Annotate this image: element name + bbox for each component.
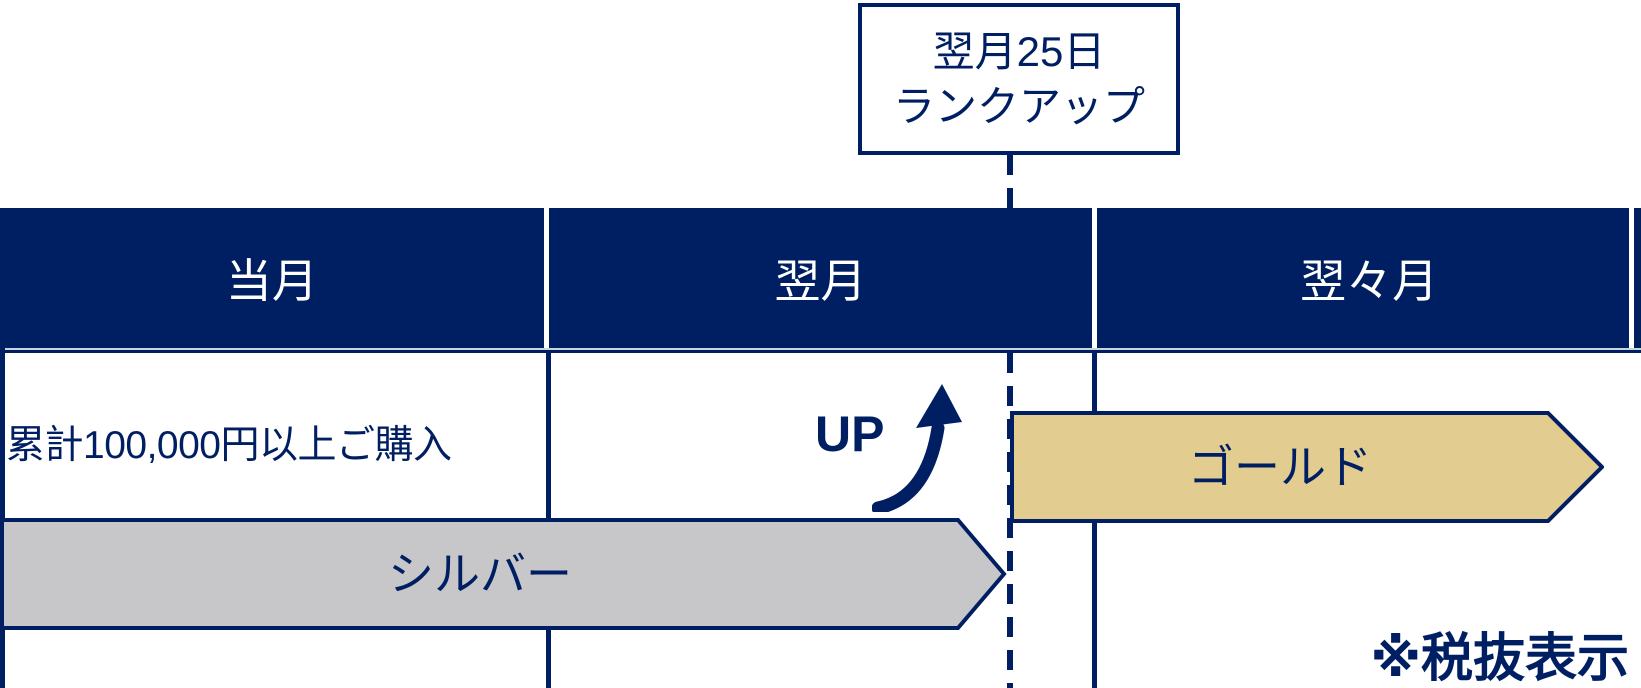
purchase-condition-text: 累計100,000円以上ご購入 xyxy=(6,424,452,467)
header-right-divider xyxy=(1629,208,1634,348)
header-bottom-light-rule xyxy=(0,348,1641,350)
up-label: UP xyxy=(815,406,885,462)
header-bottom-navy-rule xyxy=(0,350,1641,353)
gold-rank-banner xyxy=(1010,411,1604,523)
rank-up-arrow-icon xyxy=(872,384,962,512)
rank-up-date-callout: 翌月25日 ランクアップ xyxy=(858,3,1180,155)
gold-banner-shape xyxy=(1010,411,1604,523)
header-cell-month-after-next: 翌々月 xyxy=(1092,208,1641,348)
header-cell-current-month: 当月 xyxy=(0,208,544,348)
table-left-border xyxy=(0,208,5,688)
silver-rank-banner xyxy=(0,518,1007,630)
silver-banner-shape xyxy=(0,518,1007,630)
month-header-row: 当月 翌月 翌々月 xyxy=(0,208,1641,348)
rank-up-date-line2: ランクアップ xyxy=(892,83,1145,130)
header-label-next-month: 翌月 xyxy=(774,255,867,307)
rank-up-date-line1: 翌月25日 xyxy=(932,28,1106,75)
header-cell-next-month: 翌月 xyxy=(543,208,1093,348)
header-label-current-month: 当月 xyxy=(225,255,318,307)
tax-footnote: ※税抜表示 xyxy=(1370,630,1629,688)
header-label-month-after-next: 翌々月 xyxy=(1300,255,1439,307)
silver-rank-label: シルバー xyxy=(388,548,572,600)
gold-rank-label: ゴールド xyxy=(1188,441,1372,493)
